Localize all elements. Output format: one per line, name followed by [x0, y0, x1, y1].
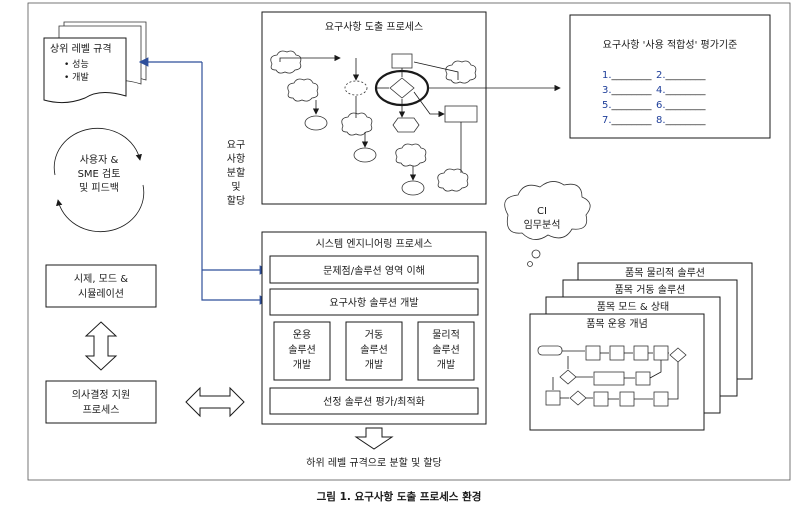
- derivation-flow-sketch: [270, 50, 478, 196]
- criteria-box: [569, 14, 771, 139]
- svg-text:품목 모드 & 상태: 품목 모드 & 상태: [597, 301, 670, 313]
- figure-caption: 그림 1. 요구사항 도출 프로세스 환경: [317, 490, 482, 503]
- outer-frame: [27, 2, 791, 481]
- cloud-shape: [437, 168, 469, 192]
- mini-flowchart: [537, 345, 687, 407]
- svg-text:솔루션: 솔루션: [288, 344, 316, 356]
- evaluation-box: [269, 387, 479, 415]
- user-review-line: SME 검토: [78, 168, 121, 180]
- criteria-item: 2.________: [656, 70, 707, 81]
- derivation-process-title: 요구사항 도출 프로세스: [325, 21, 423, 33]
- rectangle-node: [444, 105, 478, 123]
- user-review-line: 사용자 &: [80, 154, 119, 166]
- svg-text:개발: 개발: [365, 359, 383, 371]
- criteria-item: 8.________: [656, 115, 707, 126]
- svg-text:요구: 요구: [227, 140, 245, 151]
- se-process-title: 시스템 엔지니어링 프로세스: [316, 238, 433, 250]
- problem-domain-box: [269, 255, 479, 284]
- simulation-line: 시제, 모드 &: [74, 273, 128, 285]
- decision-support-box: [45, 380, 157, 424]
- process-node: [391, 53, 413, 69]
- evaluation-label: 선정 솔루션 평가/최적화: [323, 396, 425, 408]
- horizontal-double-arrow: [185, 386, 245, 418]
- ci-mission-analysis-cloud: CI 임무분석: [504, 181, 591, 267]
- item-solution-stack: 품목 물리적 솔루션 품목 거동 솔루션 품목 모드 & 상태 품목 운용 개념: [529, 262, 753, 431]
- criteria-item: 1.________: [602, 70, 653, 81]
- top-spec-title: 상위 레벨 규격: [50, 42, 112, 55]
- ellipse-node: [304, 115, 328, 131]
- criteria-title: 요구사항 '사용 적합성' 평가기준: [603, 39, 738, 51]
- hexagon-node: [392, 117, 420, 133]
- svg-text:품목 거동 솔루션: 품목 거동 솔루션: [615, 284, 686, 296]
- vertical-double-arrow: [84, 321, 118, 371]
- top-spec-bullet: • 성능: [64, 59, 89, 70]
- svg-text:솔루션: 솔루션: [360, 344, 388, 356]
- cloud-shape: [270, 50, 302, 74]
- criteria-list: 1.________ 2.________ 3.________ 4._____…: [602, 70, 707, 126]
- operational-solution-box: [273, 321, 331, 381]
- svg-text:분할: 분할: [227, 167, 245, 179]
- svg-text:품목 물리적 솔루션: 품목 물리적 솔루션: [625, 267, 705, 279]
- decision-line: 프로세스: [83, 404, 120, 416]
- dashed-ellipse: [344, 80, 368, 96]
- svg-text:거동: 거동: [365, 329, 383, 341]
- svg-text:사항: 사항: [227, 153, 245, 165]
- svg-text:품목 운용 개념: 품목 운용 개념: [586, 318, 648, 330]
- svg-text:개발: 개발: [437, 359, 455, 371]
- criteria-item: 3.________: [602, 85, 653, 96]
- user-review-cycle: 사용자 & SME 검토 및 피드백: [53, 127, 145, 233]
- decision-line: 의사결정 지원: [72, 389, 130, 401]
- req-solution-label: 요구사항 솔루션 개발: [329, 297, 418, 309]
- cloud-tail: [527, 261, 533, 267]
- top-spec-bullet: • 개발: [64, 72, 89, 83]
- criteria-item: 5.________: [602, 100, 653, 111]
- cloud-shape: [445, 60, 477, 84]
- criteria-item: 7.________: [602, 115, 653, 126]
- svg-text:임무분석: 임무분석: [524, 218, 561, 231]
- svg-text:개발: 개발: [293, 359, 311, 371]
- problem-domain-label: 문제점/솔루션 영역 이해: [323, 264, 425, 277]
- svg-text:운용: 운용: [293, 329, 311, 341]
- cloud-shape: [341, 112, 373, 136]
- ellipse-node: [353, 147, 377, 163]
- svg-text:할당: 할당: [227, 195, 245, 207]
- ellipse-node: [401, 180, 425, 196]
- down-arrow: [354, 427, 394, 450]
- cycle-arrow-top: [53, 127, 142, 176]
- simulation-box: [45, 264, 157, 308]
- req-solution-box: [269, 288, 479, 316]
- lower-spec-label: 하위 레벨 규격으로 분할 및 할당: [306, 456, 442, 469]
- svg-text:및: 및: [231, 181, 240, 193]
- physical-solution-box: [417, 321, 475, 381]
- allocation-connectors: [138, 57, 270, 305]
- criteria-item: 6.________: [656, 100, 707, 111]
- cloud-shape: [395, 143, 427, 167]
- cloud-tail: [531, 249, 541, 259]
- cloud-shape: [287, 78, 319, 102]
- cycle-arrow-bottom: [56, 184, 145, 233]
- behavioral-solution-box: [345, 321, 403, 381]
- svg-text:솔루션: 솔루션: [432, 344, 460, 356]
- top-level-spec-document: 상위 레벨 규격 • 성능 • 개발: [43, 21, 147, 104]
- simulation-line: 시뮬레이션: [78, 288, 124, 300]
- user-review-line: 및 피드백: [79, 182, 119, 194]
- svg-text:CI: CI: [537, 206, 547, 217]
- allocation-side-label: 요구 사항 분할 및 할당: [227, 140, 245, 207]
- diamond-node: [389, 77, 415, 99]
- criteria-item: 4.________: [656, 85, 707, 96]
- svg-text:물리적: 물리적: [432, 329, 460, 341]
